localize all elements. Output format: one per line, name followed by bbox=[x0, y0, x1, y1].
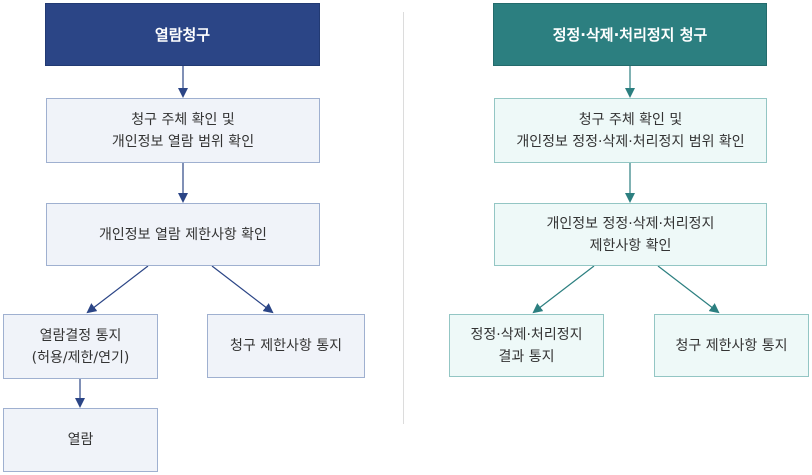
left-step-restriction-notice: 청구 제한사항 통지 bbox=[207, 314, 365, 378]
left-step1-line1: 청구 주체 확인 및 bbox=[131, 111, 235, 128]
right-flow-title-text: 정정·삭제·처리정지 청구 bbox=[552, 25, 708, 44]
left-step4-line1: 열람 bbox=[67, 432, 94, 448]
arrow-left-step2-to-step3b bbox=[211, 265, 274, 314]
left-step3a-line1: 열람결정 통지 bbox=[39, 327, 122, 344]
left-step2-line1: 개인정보 열람 제한사항 확인 bbox=[99, 226, 267, 243]
left-flow-title-text: 열람청구 bbox=[154, 25, 211, 44]
left-step-decision-notice: 열람결정 통지 (허용/제한/연기) bbox=[3, 314, 158, 379]
right-step1-line1: 청구 주체 확인 및 bbox=[578, 111, 683, 128]
left-step-verify-requester: 청구 주체 확인 및 개인정보 열람 범위 확인 bbox=[46, 98, 320, 163]
left-step3b-line1: 청구 제한사항 통지 bbox=[230, 338, 342, 354]
column-divider bbox=[403, 12, 404, 424]
right-step2-line2: 제한사항 확인 bbox=[589, 237, 672, 254]
right-step3a-line2: 결과 통지 bbox=[498, 348, 555, 365]
arrow-left-step2-to-step3a bbox=[86, 265, 149, 314]
right-step-verify-requester: 청구 주체 확인 및 개인정보 정정·삭제·처리정지 범위 확인 bbox=[494, 98, 767, 163]
right-step1-line2: 개인정보 정정·삭제·처리정지 범위 확인 bbox=[516, 133, 745, 150]
left-flow-title: 열람청구 bbox=[45, 3, 320, 66]
right-flow-title: 정정·삭제·처리정지 청구 bbox=[493, 3, 767, 66]
right-step3a-line1: 정정·삭제·처리정지 bbox=[470, 326, 583, 343]
left-step1-line2: 개인정보 열람 범위 확인 bbox=[111, 133, 255, 150]
right-step-restriction-notice: 청구 제한사항 통지 bbox=[654, 314, 809, 377]
arrow-right-step2-to-step3a bbox=[532, 265, 595, 314]
right-step3b-line1: 청구 제한사항 통지 bbox=[675, 337, 788, 354]
left-step-check-restrictions: 개인정보 열람 제한사항 확인 bbox=[46, 203, 320, 266]
right-step-check-restrictions: 개인정보 정정·삭제·처리정지 제한사항 확인 bbox=[494, 203, 767, 266]
arrow-right-step2-to-step3b bbox=[657, 265, 720, 314]
left-step3a-line2: (허용/제한/연기) bbox=[31, 349, 130, 366]
left-step-view: 열람 bbox=[3, 408, 158, 472]
right-step2-line1: 개인정보 정정·삭제·처리정지 bbox=[546, 215, 715, 232]
right-step-result-notice: 정정·삭제·처리정지 결과 통지 bbox=[449, 314, 604, 377]
